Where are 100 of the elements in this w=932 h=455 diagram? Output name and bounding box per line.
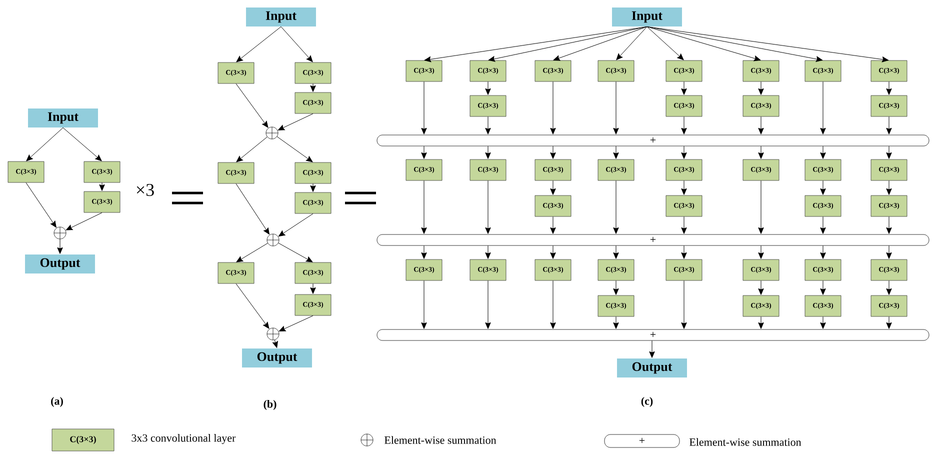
summation-symbol: [266, 234, 280, 246]
arrow: [485, 245, 491, 259]
arrow: [236, 242, 268, 262]
arrow: [485, 116, 491, 134]
arrow: [421, 180, 427, 234]
summation-bar: +: [376, 134, 930, 146]
arrow: [613, 81, 619, 134]
arrow: [646, 26, 761, 62]
arrow: [66, 212, 102, 230]
arrow: [820, 146, 826, 159]
arrow: [421, 245, 427, 259]
arrow: [553, 26, 648, 61]
arrow: [236, 283, 270, 329]
io-box: Input: [28, 108, 98, 128]
arrow: [681, 180, 687, 195]
arrow: [26, 182, 56, 228]
arrow: [758, 81, 764, 95]
arrow: [886, 245, 892, 259]
arrow: [550, 180, 556, 195]
arrow: [485, 180, 491, 234]
multiplier-label: ×3: [136, 184, 154, 196]
arrow: [613, 316, 619, 329]
arrow: [681, 245, 687, 259]
arrow: [820, 245, 826, 259]
arrow: [236, 26, 282, 62]
panel-label: (c): [641, 397, 653, 407]
arrow: [550, 146, 556, 159]
arrow: [886, 180, 892, 195]
arrow: [646, 26, 823, 62]
arrow: [550, 81, 556, 134]
arrow: [758, 316, 764, 329]
arrow: [681, 280, 687, 329]
arrow: [278, 113, 314, 130]
io-box: Output: [25, 254, 95, 274]
arrow: [236, 183, 270, 235]
arrow: [278, 242, 313, 262]
io-box: Output: [617, 358, 687, 378]
arrow: [488, 26, 648, 62]
arrow: [616, 26, 648, 60]
io-box: Input: [246, 8, 316, 26]
panel-label: (a): [51, 397, 63, 407]
arrow: [886, 216, 892, 234]
arrow: [886, 316, 892, 329]
arrow: [820, 316, 826, 329]
arrow: [758, 146, 764, 159]
arrow: [310, 83, 316, 92]
summation-symbol: [266, 126, 278, 140]
arrow: [681, 116, 687, 134]
arrow: [310, 183, 316, 192]
panel-label: (b): [264, 400, 276, 410]
arrow: [236, 136, 268, 162]
arrow: [681, 146, 687, 159]
io-box: Output: [242, 348, 312, 368]
arrow: [485, 280, 491, 329]
io-box: Input: [612, 8, 682, 26]
arrow: [758, 245, 764, 259]
summation-symbol: [266, 328, 280, 340]
arrow: [550, 216, 556, 234]
arrow: [758, 280, 764, 295]
arrow: [681, 81, 687, 95]
arrow: [272, 340, 278, 348]
summation-bar: +: [376, 234, 930, 246]
arrow: [820, 81, 826, 134]
arrow: [613, 180, 619, 234]
arrow: [886, 146, 892, 159]
arrow: [550, 245, 556, 259]
arrow: [646, 26, 889, 62]
arrow: [278, 213, 314, 236]
arrow: [820, 216, 826, 234]
arrow: [421, 280, 427, 329]
arrow: [758, 180, 764, 234]
arrow: [485, 81, 491, 95]
arrow: [26, 127, 64, 162]
arrow: [278, 315, 314, 332]
arrow: [886, 116, 892, 134]
arrow: [421, 146, 427, 159]
legend-label: 3x3 convolutional layer: [132, 434, 236, 444]
arrow: [646, 26, 684, 60]
arrow: [758, 116, 764, 134]
arrow: [485, 146, 491, 159]
legend-label: Element-wise summation: [690, 438, 802, 446]
arrow: [613, 280, 619, 295]
arrow: [421, 81, 427, 134]
summation-bar: +: [376, 329, 930, 341]
legend-label: Element-wise summation: [384, 436, 496, 444]
arrow: [886, 280, 892, 295]
arrow: [62, 127, 102, 162]
arrow: [613, 245, 619, 259]
arrow: [57, 238, 63, 254]
arrow: [550, 280, 556, 329]
arrow: [276, 136, 313, 162]
arrow: [649, 340, 655, 358]
arrow: [820, 180, 826, 195]
arrow: [681, 216, 687, 234]
arrow: [310, 283, 316, 294]
arrow: [280, 26, 313, 62]
arrow: [613, 146, 619, 159]
arrow: [236, 83, 268, 128]
arrow: [99, 182, 105, 191]
arrow: [424, 26, 648, 62]
